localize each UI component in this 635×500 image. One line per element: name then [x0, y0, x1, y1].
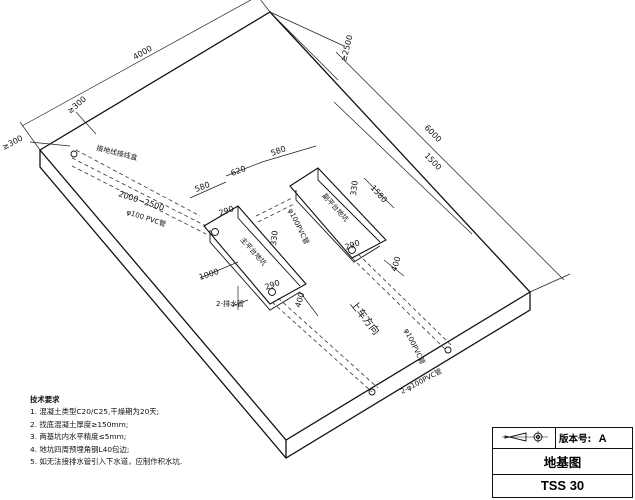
drain-pipe-label: 2-排水管	[216, 299, 244, 308]
pvc-pipe-label-3: φ100PVC管	[402, 327, 427, 366]
dim-1500: 1500	[423, 151, 444, 172]
technical-requirements: 技术要求 1. 混凝土类型C20/C25,干燥期为20天; 2. 找底混凝土厚度…	[30, 394, 270, 468]
main-pit-hole-top	[211, 228, 219, 236]
drain-outlet-2	[444, 346, 452, 354]
dim-580-b: 580	[270, 144, 287, 158]
note-item-5: 5. 如无法接排水管引入下水道，应制作积水坑.	[30, 457, 183, 467]
dim-290-b: 290	[264, 278, 281, 292]
notes-title: 技术要求	[30, 395, 60, 404]
sub-pit	[289, 167, 387, 263]
note-item-4: 4. 地坑四周预埋角钢L40包边;	[30, 444, 130, 454]
main-pit-label: 主平台地坑	[239, 235, 269, 267]
up-direction-label: 上车方向	[348, 298, 383, 338]
dim-400-b: 400	[389, 255, 402, 272]
foundation-slab	[39, 11, 532, 459]
sub-pit-label: 副平台地坑	[321, 191, 351, 223]
note-item-3: 3. 两基坑内水平精度≤5mm;	[30, 432, 127, 442]
title-block: 版本号: A 地基图 TSS 30	[492, 427, 633, 498]
dimension-lines	[19, 0, 571, 317]
note-item-2: 2. 找底混凝土厚度≥150mm;	[30, 419, 129, 429]
sub-pit-hole	[348, 246, 356, 254]
projection-symbol-cell	[493, 428, 556, 448]
dim-620: 620	[230, 164, 247, 178]
dim-580-a: 580	[194, 180, 211, 194]
pipe-note-label: 2-φ100PVC管	[399, 366, 444, 395]
dim-400-a: 400	[293, 291, 306, 308]
dim-290-a: 290	[218, 204, 235, 218]
junction-box-label: 接地线接线盒	[96, 143, 139, 162]
version-label: 版本号:	[559, 434, 592, 445]
dim-330-a: 330	[269, 230, 280, 246]
projection-symbol-icon	[502, 431, 548, 443]
dim-330-b: 330	[349, 180, 360, 196]
junction-box-hole	[70, 150, 78, 158]
dim-1000: 1000	[198, 267, 220, 282]
title-block-version-row: 版本号: A	[493, 428, 632, 449]
dim-1580: 1580	[369, 183, 389, 204]
main-pit-hole-bottom	[268, 288, 276, 296]
pipes	[70, 149, 453, 396]
version-field: 版本号: A	[559, 431, 607, 445]
dim-ge300-left: ≥300	[1, 133, 25, 151]
dim-290-c: 290	[344, 238, 361, 252]
drawing-name: 地基图	[493, 448, 632, 475]
dim-4000: 4000	[132, 44, 154, 62]
dim-6000: 6000	[423, 123, 444, 144]
version-value: A	[598, 433, 607, 445]
dim-ge2500: ≥2500	[339, 34, 354, 62]
drain-outlet-1	[368, 388, 376, 396]
dimension-texts: 4000 6000 ≥2500 ≥300 ≥300 1500 1580 580 …	[1, 34, 443, 309]
note-item-1: 1. 混凝土类型C20/C25,干燥期为20天;	[30, 407, 160, 417]
main-pit	[203, 205, 307, 311]
model-number: TSS 30	[540, 478, 585, 493]
